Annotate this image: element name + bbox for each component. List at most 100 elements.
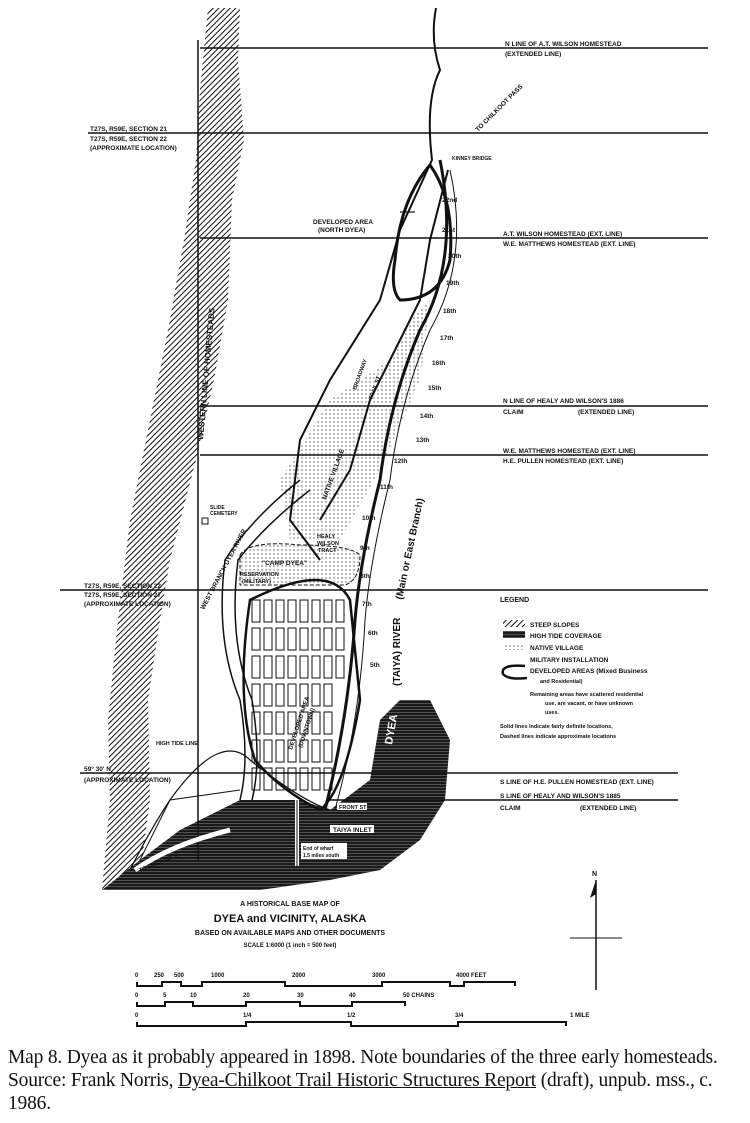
town-block <box>275 767 285 791</box>
legend-item: NATIVE VILLAGE <box>530 645 584 652</box>
scale-label-chains: 50 CHAINS <box>403 993 434 999</box>
street-label: 5th <box>370 662 380 669</box>
street-label: 6th <box>368 630 378 637</box>
caption-text-end: (draft), unpub. mss., c. 1986. <box>8 1070 713 1114</box>
town-block <box>275 683 285 707</box>
label: TO CHILKOOT PASS <box>474 83 524 133</box>
developed-area-downtown-outline <box>242 578 362 812</box>
scale-label-chains: 30 <box>297 993 304 999</box>
label: FRONT ST <box>339 805 367 811</box>
street-label: 16th <box>432 360 445 367</box>
scale-bars: 0 250 500 1000 2000 3000 4000 FEET 0 5 1… <box>135 973 589 1027</box>
street-number-labels: 22nd 21st 20th 19th 18th 17th 16th 15th … <box>360 197 461 726</box>
label: (APPROXIMATE LOCATION) <box>84 601 171 608</box>
town-block <box>263 711 273 735</box>
scale-label-feet: 1000 <box>211 973 225 979</box>
label: N LINE OF A.T. WILSON HOMESTEAD <box>505 41 622 48</box>
label: W.E. MATTHEWS HOMESTEAD (EXT. LINE) <box>503 448 635 455</box>
label: S LINE OF H.E. PULLEN HOMESTEAD (EXT. LI… <box>500 779 654 786</box>
town-block <box>323 655 333 679</box>
label: DEVELOPED AREA <box>313 219 373 226</box>
map-caption: Map 8. Dyea as it probably appeared in 1… <box>8 1046 746 1115</box>
street-label: 8th <box>360 573 370 580</box>
label: "CAMP DYEA" <box>262 560 307 567</box>
legend-note: use, are vacant, or have unknown <box>545 701 634 707</box>
town-block <box>311 683 321 707</box>
scale-label-feet: 500 <box>174 973 185 979</box>
scale-label-miles: 1 MILE <box>570 1013 589 1019</box>
historical-base-map: N LINE OF A.T. WILSON HOMESTEAD (EXTENDE… <box>60 7 708 1027</box>
caption-text: Map 8. Dyea as it probably appeared in 1… <box>8 1047 718 1091</box>
town-block <box>299 683 309 707</box>
legend-note: uses. <box>545 710 560 716</box>
town-block <box>323 711 333 735</box>
town-block <box>263 683 273 707</box>
town-block <box>299 711 309 735</box>
town-block <box>287 739 297 763</box>
legend-item: STEEP SLOPES <box>530 622 580 629</box>
town-block <box>323 739 333 763</box>
label: (TAIYA) RIVER <box>392 617 403 686</box>
town-block <box>311 627 321 651</box>
street-label: 10th <box>362 515 375 522</box>
town-block <box>251 683 261 707</box>
label: H.E. PULLEN HOMESTEAD (EXT. LINE) <box>503 458 623 465</box>
label: WILSON <box>317 541 339 547</box>
legend-note: Solid lines indicate fairly definite loc… <box>500 724 613 730</box>
town-block <box>323 767 333 791</box>
street-label: 21st <box>442 227 456 234</box>
label: N LINE OF HEALY AND WILSON'S 1886 <box>503 398 624 405</box>
native-village-area <box>280 300 430 540</box>
label: (EXTENDED LINE) <box>578 409 634 416</box>
map-title: DYEA and VICINITY, ALASKA <box>214 913 367 925</box>
legend: LEGEND STEEP SLOPES HIGH TIDE COVERAGE N… <box>500 597 648 740</box>
town-block <box>311 655 321 679</box>
street-label: 4th <box>370 693 380 700</box>
label: DYEA <box>383 713 400 745</box>
legend-note: Remaining areas have scattered residenti… <box>530 692 644 698</box>
street-label: 9th <box>360 545 370 552</box>
label: (MILITARY) <box>242 579 271 585</box>
scale-label-feet: 4000 FEET <box>456 973 487 979</box>
town-block <box>275 711 285 735</box>
town-block <box>251 655 261 679</box>
label: TRACT <box>318 548 337 554</box>
north-arrow: N <box>570 871 622 990</box>
north-label: N <box>592 871 597 878</box>
town-block <box>299 739 309 763</box>
town-block <box>335 627 345 651</box>
legend-title: LEGEND <box>500 597 529 604</box>
label: S LINE OF HEALY AND WILSON'S 1885 <box>500 793 621 800</box>
town-block <box>263 599 273 623</box>
label: T27S, R59E, SECTION 27 <box>84 592 161 599</box>
town-block <box>335 655 345 679</box>
label: (APPROXIMATE LOCATION) <box>84 777 171 784</box>
street-label: 22nd <box>442 197 457 204</box>
map-scale-text: SCALE 1:6000 (1 inch = 500 feet) <box>244 943 337 949</box>
homestead-boundary-lines <box>60 47 708 801</box>
street-label: 17th <box>440 335 453 342</box>
military-reservation-area <box>239 543 361 586</box>
town-block <box>323 683 333 707</box>
scale-label-miles: 1/4 <box>243 1013 252 1019</box>
legend-note: Dashed lines indicate approximate locati… <box>500 734 616 740</box>
scale-label-chains: 40 <box>349 993 356 999</box>
label: (EXTENDED LINE) <box>505 51 561 58</box>
legend-item: and Residential) <box>540 679 583 685</box>
label: T27S, R59E, SECTION 22 <box>90 136 167 143</box>
scale-label-miles: 3/4 <box>455 1013 464 1019</box>
legend-item: MILITARY INSTALLATION <box>530 657 609 664</box>
label: SLIDE <box>210 505 225 511</box>
town-block <box>275 627 285 651</box>
scale-label-chains: 20 <box>243 993 250 999</box>
label: CLAIM <box>500 805 521 812</box>
label: (NORTH DYEA) <box>318 227 365 234</box>
label: End of wharf <box>303 846 334 852</box>
scale-label-feet: 0 <box>135 973 139 979</box>
town-block <box>263 655 273 679</box>
street-label: 13th <box>416 437 429 444</box>
town-block <box>251 599 261 623</box>
scale-label-miles: 0 <box>135 1013 139 1019</box>
legend-item: HIGH TIDE COVERAGE <box>530 633 603 640</box>
street-label: 19th <box>446 280 459 287</box>
